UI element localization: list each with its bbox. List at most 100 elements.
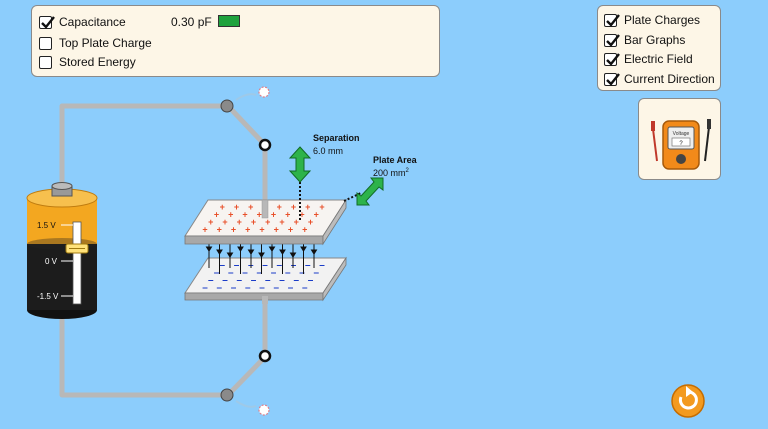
- plus-charge: +: [228, 209, 233, 219]
- minus-charge: –: [302, 282, 308, 293]
- top-plate: ++++++++++++++++++++++++++++++++: [184, 198, 347, 246]
- meters-panel: Capacitance 0.30 pF Top Plate Charge Sto…: [31, 5, 440, 77]
- minus-charge: –: [251, 275, 257, 286]
- minus-charge: –: [231, 282, 237, 293]
- minus-charge: –: [222, 275, 228, 286]
- plus-charge: +: [279, 217, 284, 227]
- plus-charge: +: [237, 217, 242, 227]
- minus-charge: –: [319, 260, 325, 271]
- field-arrow: [226, 252, 234, 258]
- checkbox-checked-icon: [604, 52, 620, 66]
- field-arrow: [247, 249, 255, 255]
- checkbox-checked-icon: [604, 33, 620, 47]
- minus-charge: –: [274, 282, 280, 293]
- minus-charge: –: [299, 267, 305, 278]
- plus-charge: +: [259, 224, 264, 234]
- field-arrow: [310, 249, 318, 255]
- voltmeter-toolbox[interactable]: Voltage ?: [638, 98, 721, 180]
- minus-charge: –: [291, 260, 297, 271]
- minus-charge: –: [279, 275, 285, 286]
- checkbox-checked-icon: [39, 15, 55, 29]
- minus-charge: –: [314, 267, 320, 278]
- current-direction-label: Current Direction: [624, 72, 715, 86]
- field-arrow: [237, 246, 244, 252]
- plus-charge: +: [248, 202, 253, 212]
- minus-charge: –: [294, 275, 300, 286]
- plus-charge: +: [234, 202, 239, 212]
- minus-charge: –: [308, 275, 314, 286]
- plate-area-value: 200 mm2: [373, 168, 409, 178]
- minus-charge: –: [228, 267, 234, 278]
- plus-charge: +: [262, 202, 267, 212]
- capacitance-value: 0.30 pF: [171, 15, 212, 29]
- battery: 1.5 V 0 V -1.5 V: [26, 182, 98, 319]
- plus-charge: +: [302, 224, 307, 234]
- field-arrow: [300, 246, 307, 252]
- stored-energy-checkbox[interactable]: Stored Energy: [39, 55, 136, 69]
- minus-charge: –: [234, 260, 240, 271]
- minus-charge: –: [208, 275, 214, 286]
- plus-charge: +: [251, 217, 256, 227]
- electric-field-label: Electric Field: [624, 52, 693, 66]
- bottom-switch: [220, 349, 272, 416]
- current-direction-checkbox[interactable]: Current Direction: [604, 72, 715, 86]
- minus-charge: –: [262, 260, 268, 271]
- plus-charge: +: [265, 217, 270, 227]
- plus-charge: +: [220, 202, 225, 212]
- voltmeter-reading: ?: [679, 141, 683, 147]
- field-arrow: [216, 249, 223, 255]
- plus-charge: +: [257, 209, 262, 219]
- checkbox-checked-icon: [604, 72, 620, 86]
- minus-charge: –: [214, 267, 220, 278]
- plus-charge: +: [308, 217, 313, 227]
- plus-charge: +: [274, 224, 279, 234]
- battery-tick-label: 0 V: [45, 257, 58, 266]
- plus-charge: +: [217, 224, 222, 234]
- plate-charges-label: Plate Charges: [624, 13, 701, 27]
- plus-charge: +: [319, 202, 324, 212]
- minus-charge: –: [288, 282, 294, 293]
- checkbox-unchecked-icon: [39, 55, 52, 69]
- battery-tick-label: 1.5 V: [37, 221, 56, 230]
- checkbox-unchecked-icon: [39, 36, 52, 50]
- plus-charge: +: [288, 224, 293, 234]
- plus-charge: +: [214, 209, 219, 219]
- capacitance-bar: [218, 15, 240, 27]
- minus-charge: –: [277, 260, 283, 271]
- minus-charge: –: [257, 267, 263, 278]
- minus-charge: –: [242, 267, 248, 278]
- plus-charge: +: [222, 217, 227, 227]
- voltmeter-icon[interactable]: Voltage ?: [639, 99, 722, 181]
- plus-charge: +: [299, 209, 304, 219]
- minus-charge: –: [220, 260, 226, 271]
- plus-charge: +: [242, 209, 247, 219]
- field-arrow: [279, 249, 286, 255]
- bar-graphs-checkbox[interactable]: Bar Graphs: [604, 33, 685, 47]
- top-plate-charge-checkbox[interactable]: Top Plate Charge: [39, 36, 152, 50]
- plus-charge: +: [277, 202, 282, 212]
- capacitance-label: Capacitance: [59, 15, 126, 29]
- view-options-panel: Plate Charges Bar Graphs Electric Field …: [597, 5, 721, 91]
- capacitance-checkbox[interactable]: Capacitance: [39, 15, 126, 29]
- bottom-plate: ––––––––––––––––––––––––––––––––: [184, 256, 347, 302]
- bar-graphs-label: Bar Graphs: [624, 33, 686, 47]
- plus-charge: +: [285, 209, 290, 219]
- separation-value: 6.0 mm: [313, 146, 344, 156]
- minus-charge: –: [245, 282, 251, 293]
- plate-charges-checkbox[interactable]: Plate Charges: [604, 13, 700, 27]
- electric-field-checkbox[interactable]: Electric Field: [604, 52, 693, 66]
- reset-all-button: [671, 384, 705, 418]
- plus-charge: +: [314, 209, 319, 219]
- field-arrow: [268, 246, 276, 252]
- plus-charge: +: [305, 202, 310, 212]
- plus-charge: +: [294, 217, 299, 227]
- separation-drag-arrow: [288, 146, 312, 183]
- separation-label: Separation: [313, 133, 360, 143]
- stored-energy-label: Stored Energy: [59, 55, 136, 69]
- minus-charge: –: [285, 267, 291, 278]
- plate-area-drag-arrow: [356, 177, 384, 206]
- minus-charge: –: [217, 282, 223, 293]
- plus-charge: +: [245, 224, 250, 234]
- minus-charge: –: [259, 282, 265, 293]
- plus-charge: +: [291, 202, 296, 212]
